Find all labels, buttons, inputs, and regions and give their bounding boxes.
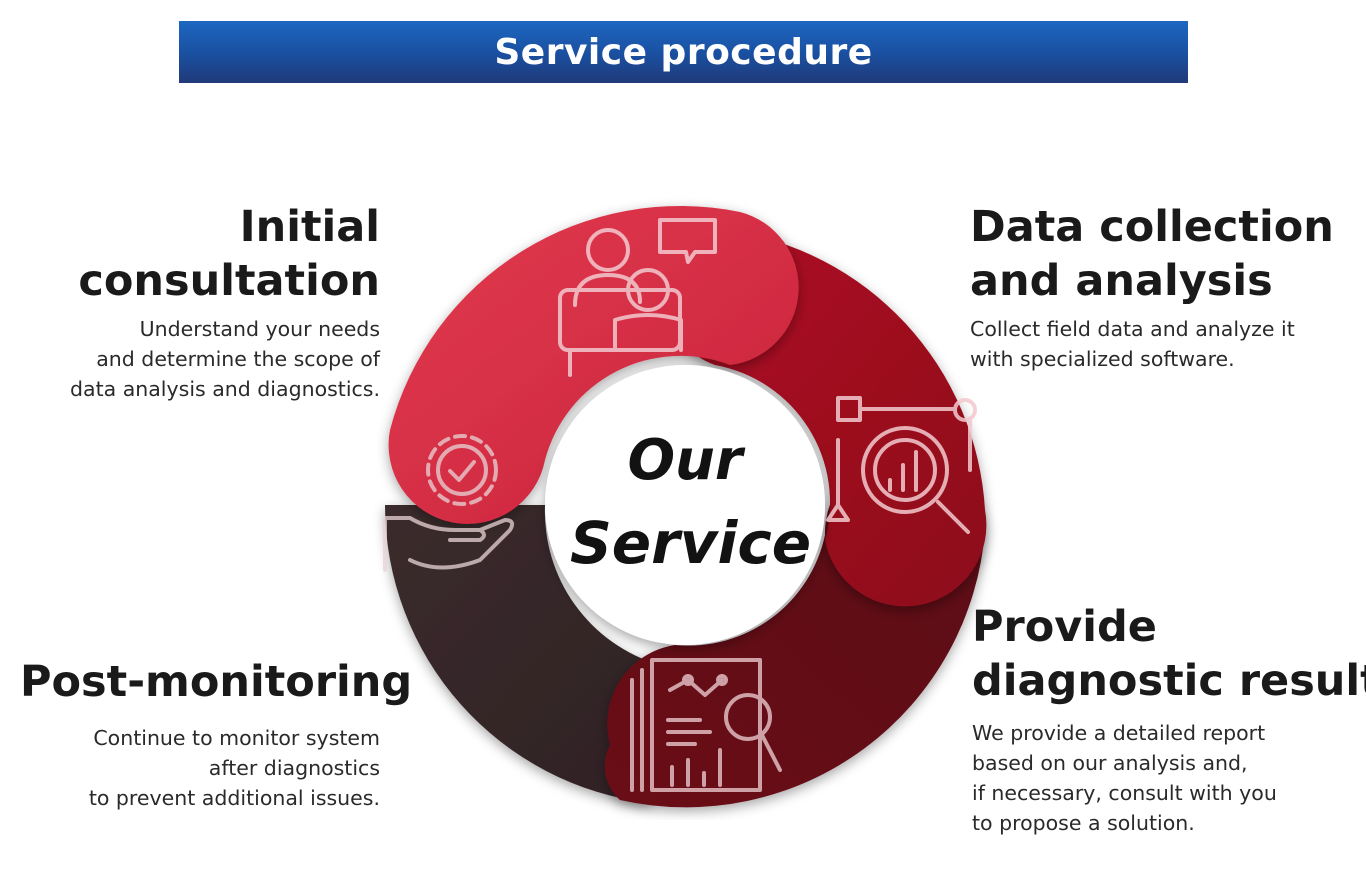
step-title: Data collection and analysis [970, 200, 1360, 308]
center-circle [545, 365, 825, 645]
center-label: Our Service [570, 420, 812, 584]
step-title: Post-monitoring [20, 655, 413, 709]
step-desc-line: Understand your needs [139, 317, 380, 341]
step-initial-consultation: Initial consultation Understand your nee… [40, 200, 380, 404]
step-title-line: Initial [239, 202, 380, 252]
step-description: We provide a detailed report based on ou… [972, 718, 1364, 838]
center-line-our: Our [627, 428, 743, 493]
step-desc-line: Continue to monitor system [93, 726, 380, 750]
step-desc-line: data analysis and diagnostics. [70, 377, 380, 401]
consultation-people-icon [558, 218, 717, 377]
report-document-icon [630, 658, 782, 792]
step-title: Provide diagnostic results [972, 600, 1366, 708]
service-cycle-diagram: Our Service [370, 190, 1000, 820]
step-desc-line: We provide a detailed report [972, 721, 1266, 745]
step-description: Continue to monitor system after diagnos… [20, 723, 380, 813]
step-desc-line: Collect field data and analyze it [970, 317, 1295, 341]
cycle-ring-graphic [383, 205, 987, 808]
step-desc-line: after diagnostics [208, 756, 380, 780]
step-description: Understand your needs and determine the … [40, 314, 380, 404]
step-diagnostic-results: Provide diagnostic results We provide a … [972, 600, 1366, 838]
banner-title: Service procedure [494, 31, 873, 73]
gear-hand-icon [383, 434, 515, 572]
step-title-line: Post-monitoring [20, 657, 413, 707]
step-title: Initial consultation [40, 200, 380, 308]
data-analysis-magnifier-icon [826, 396, 977, 534]
step-title-line: consultation [78, 256, 380, 306]
center-line-service: Service [570, 509, 812, 577]
step-data-collection: Data collection and analysis Collect fie… [970, 200, 1360, 374]
step-title-line: Provide [972, 602, 1157, 652]
step-post-monitoring: Post-monitoring Continue to monitor syst… [20, 655, 413, 813]
step-desc-line: based on our analysis and, [972, 751, 1248, 775]
step-title-line: Data collection [970, 202, 1334, 252]
step-title-line: and analysis [970, 256, 1273, 306]
step-desc-line: to propose a solution. [972, 811, 1195, 835]
step-desc-line: and determine the scope of [96, 347, 380, 371]
step-desc-line: with specialized software. [970, 347, 1235, 371]
step-title-line: diagnostic results [972, 656, 1366, 706]
segment-initial-consultation [388, 205, 799, 524]
step-desc-line: to prevent additional issues. [88, 786, 380, 810]
segment-post-monitoring [385, 505, 660, 803]
step-desc-line: if necessary, consult with you [972, 781, 1277, 805]
step-description: Collect field data and analyze it with s… [970, 314, 1360, 374]
title-banner: Service procedure [179, 21, 1188, 83]
